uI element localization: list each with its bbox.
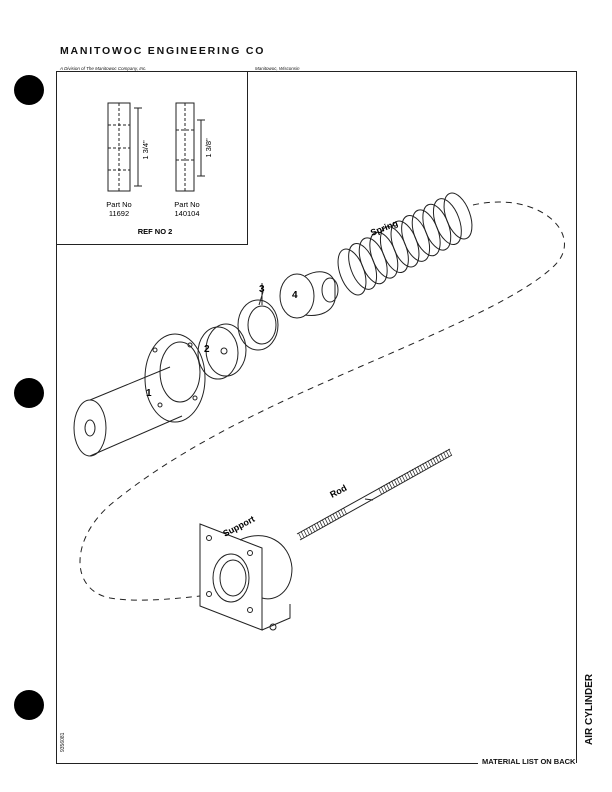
- inset-dimension-2: 1 3/8": [204, 138, 213, 158]
- callout-2: 2: [204, 344, 210, 355]
- rod-thread-mark: [332, 513, 337, 521]
- rod-thread-mark: [337, 510, 342, 518]
- rod-thread-mark: [435, 456, 439, 463]
- rod-thread-mark: [314, 524, 318, 531]
- material-list-note: MATERIAL LIST ON BACK: [482, 757, 576, 766]
- rod-thread-mark: [306, 528, 310, 535]
- support-bracket: [199, 523, 293, 631]
- assembly-path-dashed: [79, 201, 565, 601]
- page-side-title: AIR CYLINDER: [584, 673, 595, 745]
- rod-thread-mark: [303, 529, 308, 537]
- rod-thread-mark: [393, 479, 398, 486]
- rod-thread-mark: [427, 460, 432, 467]
- spring-coil-turn: [432, 198, 462, 246]
- company-subtitle: A Division of The Manitowoc Company, Inc…: [60, 66, 147, 71]
- inset-part-140104-drawing: [175, 102, 205, 192]
- inset-part-11692-drawing: [107, 102, 142, 192]
- rod-thread-mark: [445, 450, 450, 457]
- rod-thread-mark: [335, 512, 339, 519]
- rod-thread-mark: [422, 463, 426, 470]
- rod-thread-mark: [324, 518, 329, 525]
- rod-thread-mark: [300, 531, 305, 538]
- rod-thread-mark: [430, 458, 434, 466]
- rod-thread-mark: [409, 470, 413, 477]
- support-label: Support: [221, 514, 256, 539]
- rod-thread-mark: [385, 483, 390, 490]
- frame-top-border: [56, 71, 576, 72]
- rod-thread-mark: [404, 473, 408, 480]
- threaded-rod: [296, 448, 453, 541]
- rod-thread-mark: [401, 474, 406, 482]
- rod-thread-mark: [298, 532, 302, 540]
- rod-thread-mark: [308, 526, 313, 534]
- binder-hole-top: [14, 75, 44, 105]
- company-location: Manitowoc, Wisconsin: [255, 66, 300, 71]
- rod-label: Rod: [328, 483, 348, 500]
- rod-thread-mark: [448, 448, 452, 456]
- inset-reference-box: [56, 71, 248, 245]
- rod-thread-mark: [316, 522, 321, 529]
- inset-part-number-1: 11692: [109, 209, 129, 218]
- cylinder-body: [73, 333, 206, 457]
- rod-thread-mark: [321, 519, 326, 526]
- rod-thread-mark: [440, 453, 445, 460]
- piston-disc: [197, 323, 247, 380]
- frame-bottom-border: [56, 763, 478, 764]
- rod-thread-mark: [396, 477, 400, 485]
- spring-coil: [337, 192, 473, 296]
- binder-hole-middle: [14, 378, 44, 408]
- rod-thread-mark: [424, 461, 429, 469]
- callout-1: 1: [146, 388, 152, 399]
- rod-thread-mark: [380, 486, 385, 493]
- inset-part-label-1: Part No: [106, 200, 131, 209]
- rod-thread-mark: [391, 480, 395, 487]
- piston-cap: [279, 271, 339, 319]
- frame-right-border: [576, 71, 577, 763]
- rod-thread-mark: [340, 509, 345, 516]
- spring-coil-turn: [443, 192, 473, 240]
- callout-3: 3: [259, 284, 265, 295]
- rod-thread-mark: [319, 521, 324, 528]
- inset-dimension-1: 1 3/4": [141, 140, 150, 160]
- rod-thread-mark: [442, 451, 447, 459]
- rod-thread-mark: [343, 507, 347, 515]
- rod-thread-mark: [437, 454, 442, 461]
- rod-thread-mark: [417, 466, 421, 473]
- rod-thread-mark: [327, 516, 331, 523]
- callout-4: 4: [292, 290, 298, 301]
- inset-part-label-2: Part No: [174, 200, 199, 209]
- frame-left-border: [56, 71, 57, 763]
- rod-thread-mark: [398, 476, 403, 483]
- inset-part-number-2: 140104: [174, 209, 199, 218]
- rod-thread-mark: [432, 457, 437, 464]
- rod-thread-mark: [383, 484, 388, 492]
- inset-ref-label: REF NO 2: [138, 227, 173, 236]
- callout-leader-3: [258, 291, 264, 306]
- rod-thread-mark: [414, 467, 419, 474]
- rod-thread-mark: [329, 515, 334, 522]
- rod-thread-mark: [378, 487, 382, 495]
- document-code: 9356081: [60, 732, 66, 752]
- rod-thread-mark: [411, 469, 416, 476]
- company-name: MANITOWOC ENGINEERING CO: [60, 45, 266, 57]
- rod-thread-mark: [311, 525, 316, 532]
- rod-thread-mark: [388, 482, 393, 489]
- binder-hole-bottom: [14, 690, 44, 720]
- rod-thread-mark: [419, 464, 424, 472]
- rod-thread-mark: [406, 471, 411, 479]
